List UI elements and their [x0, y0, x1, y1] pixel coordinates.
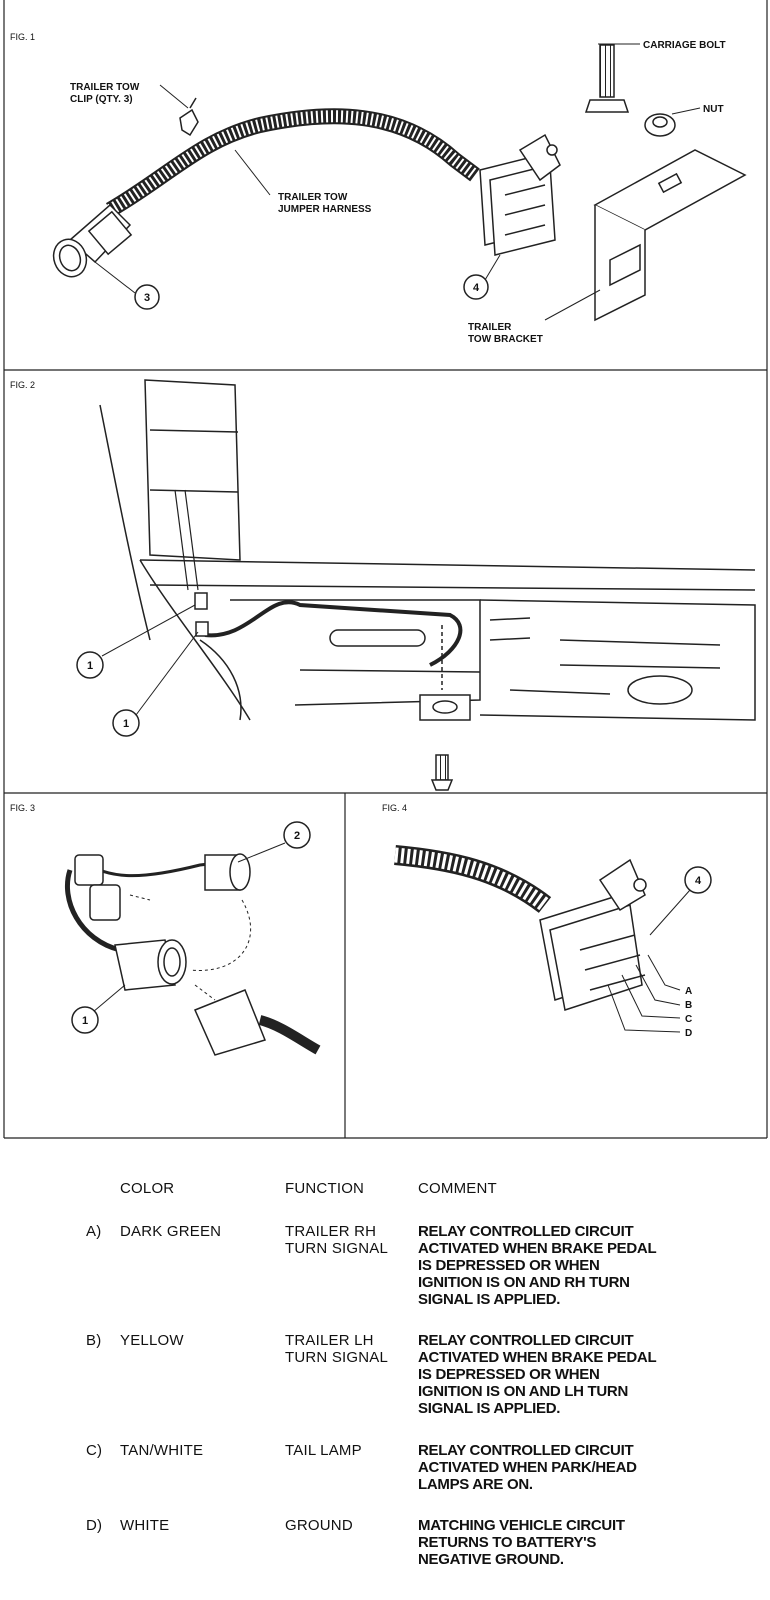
row-function: TAIL LAMP: [285, 1442, 362, 1459]
fig4-callout-4: 4: [684, 866, 712, 894]
fig1-label: FIG. 1: [10, 32, 35, 42]
fig2-leaders: [101, 604, 199, 716]
trailer-tow-clip: [179, 97, 199, 137]
row-function: TRAILER RH TURN SIGNAL: [285, 1223, 389, 1257]
row-key: C): [86, 1442, 103, 1459]
fig2-label: FIG. 2: [10, 380, 35, 390]
fig4-leaders: [607, 889, 691, 1033]
fig3-harness: [64, 853, 321, 1056]
bracket-label-line2: TOW BRACKET: [468, 334, 543, 345]
clip-label-line2: CLIP (QTY. 3): [70, 94, 133, 105]
fig3-label: FIG. 3: [10, 803, 35, 813]
fig1-leaders: [94, 43, 701, 321]
vehicle-rear-outline: [99, 379, 756, 721]
harness-label-line1: TRAILER TOW: [278, 192, 348, 203]
pin-d-label: D: [685, 1028, 692, 1039]
fig3-arrows: [129, 894, 252, 1001]
fig4-callout-4-number: 4: [695, 875, 702, 887]
fig4-connector: [539, 858, 647, 1011]
function-header: FUNCTION: [285, 1180, 365, 1197]
row-comment: RELAY CONTROLLED CIRCUIT ACTIVATED WHEN …: [418, 1223, 657, 1308]
row-color: WHITE: [120, 1517, 170, 1534]
carriage-bolt: [584, 44, 630, 113]
row-comment: RELAY CONTROLLED CIRCUIT ACTIVATED WHEN …: [418, 1332, 657, 1417]
callout-4: 4: [463, 274, 489, 300]
clip-label-line1: TRAILER TOW: [70, 82, 140, 93]
row-color: DARK GREEN: [120, 1223, 222, 1240]
fig3-callout-2-number: 2: [294, 830, 300, 842]
round-connector: [52, 203, 133, 278]
row-key: D): [86, 1517, 103, 1534]
row-color: YELLOW: [120, 1332, 184, 1349]
fig2-connector-upper: [194, 592, 208, 610]
row-function: GROUND: [285, 1517, 353, 1534]
fig3-callout-1-number: 1: [82, 1015, 88, 1027]
carriage-bolt-label: CARRIAGE BOLT: [643, 40, 726, 51]
pin-b-label: B: [685, 1000, 692, 1011]
row-color: TAN/WHITE: [120, 1442, 204, 1459]
fig3-leaders: [92, 842, 286, 1013]
fig2-callout-1a-number: 1: [87, 660, 93, 672]
row-key: B): [86, 1332, 102, 1349]
row-comment: MATCHING VEHICLE CIRCUIT RETURNS TO BATT…: [418, 1517, 625, 1568]
callout-3-number: 3: [144, 292, 150, 304]
fig3-callout-1: 1: [71, 1006, 99, 1034]
flat-connector: [479, 133, 561, 256]
callout-4-number: 4: [473, 282, 480, 294]
fig2-callout-1b: 1: [112, 709, 140, 737]
fig4-panel: FIG. 4 4 A B C D: [382, 803, 712, 1039]
nut-label: NUT: [703, 104, 724, 115]
fig4-label: FIG. 4: [382, 803, 407, 813]
jumper-harness-tube: [105, 108, 480, 217]
fig2-harness: [204, 600, 463, 667]
trailer-tow-bracket: [593, 149, 747, 322]
fig3-callout-2: 2: [283, 821, 311, 849]
comment-header: COMMENT: [418, 1180, 497, 1197]
pin-a-label: A: [685, 986, 692, 997]
bracket-label-line1: TRAILER: [468, 322, 512, 333]
fig3-panel: FIG. 3 2: [10, 803, 321, 1056]
row-comment: RELAY CONTROLLED CIRCUIT ACTIVATED WHEN …: [418, 1442, 637, 1493]
fig2-bracket-bolt: [419, 625, 471, 791]
panel-frame: [3, 0, 768, 1139]
fig2-connector-lower: [195, 621, 209, 637]
callout-3: 3: [134, 284, 160, 310]
row-key: A): [86, 1223, 102, 1240]
row-function: TRAILER LH TURN SIGNAL: [285, 1332, 389, 1366]
fig2-panel: FIG. 2: [10, 379, 756, 791]
color-header: COLOR: [120, 1180, 175, 1197]
harness-label-line2: JUMPER HARNESS: [278, 204, 372, 215]
figures-panel: FIG. 1: [3, 0, 768, 1139]
fig2-callout-1b-number: 1: [123, 718, 129, 730]
fig1-panel: FIG. 1: [10, 32, 747, 345]
nut: [644, 113, 676, 137]
fig2-callout-1a: 1: [76, 651, 104, 679]
pin-c-label: C: [685, 1014, 692, 1025]
